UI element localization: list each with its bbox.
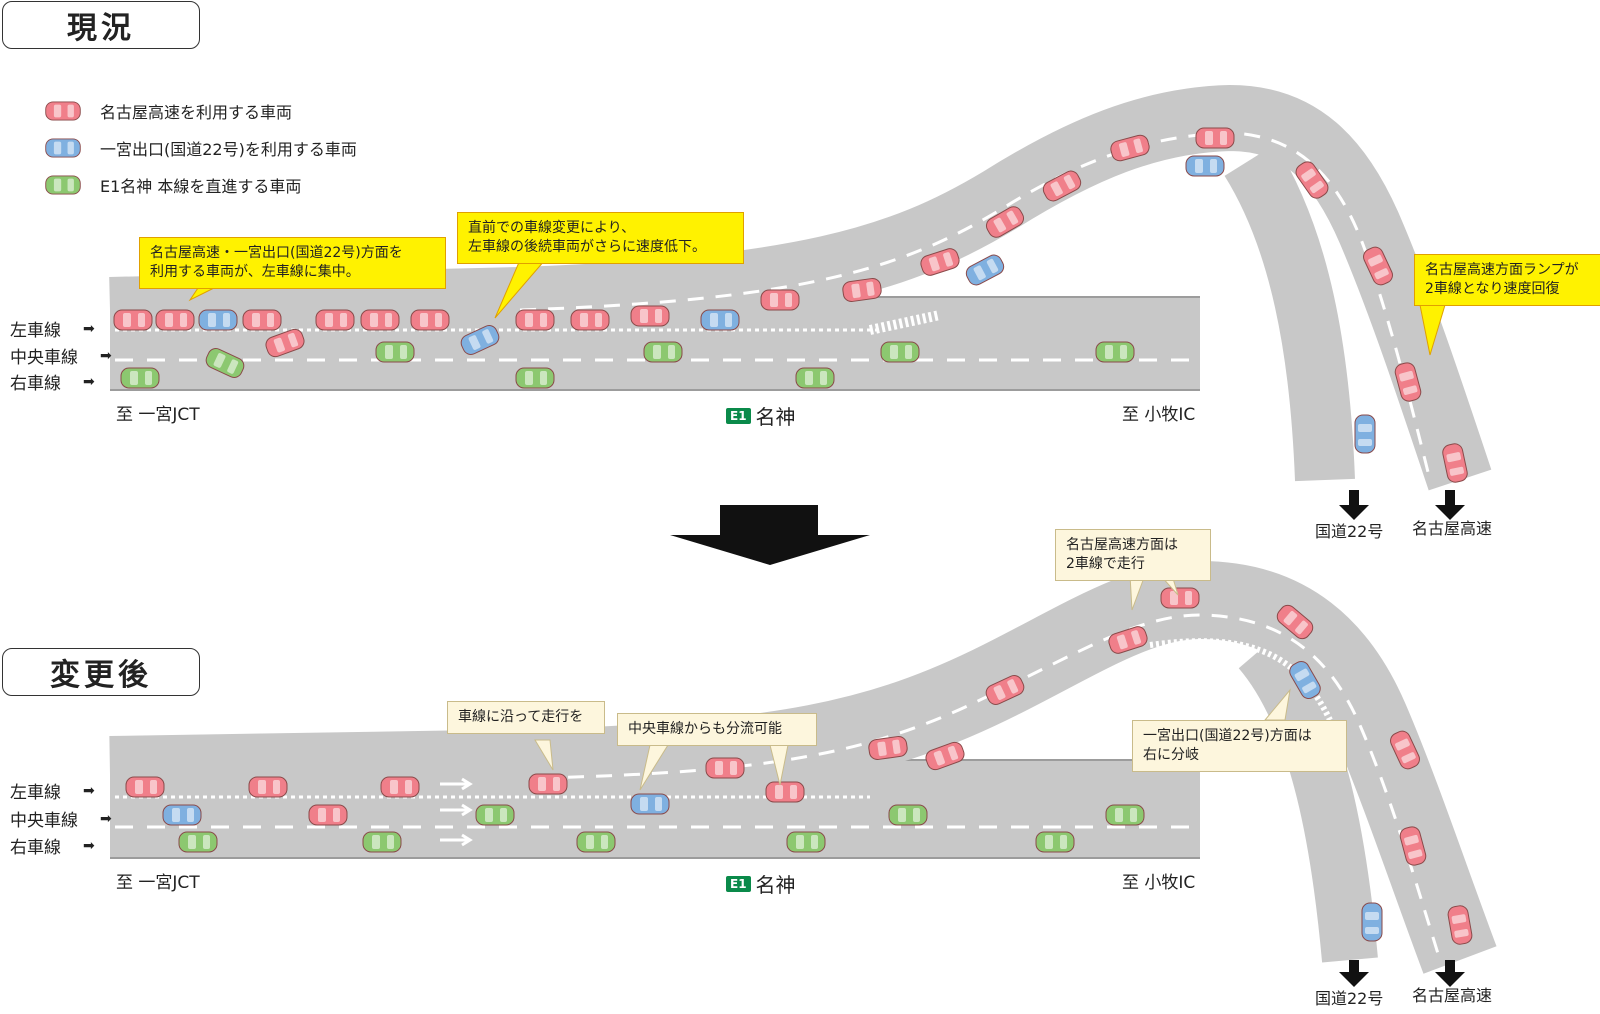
callout-center-branch: 中央車線からも分流可能 <box>617 713 817 746</box>
arrow-down-icon <box>1435 960 1465 987</box>
car-icon <box>528 773 568 795</box>
legend-label: E1名神 本線を直進する車両 <box>100 176 302 196</box>
lane-arrow-icon <box>440 833 473 847</box>
legend-item-mainline: E1名神 本線を直進する車両 <box>44 166 357 203</box>
car-icon <box>308 804 348 826</box>
car-icon <box>888 804 928 826</box>
car-icon <box>1095 341 1135 363</box>
car-icon <box>760 289 800 311</box>
lane-label-left: 左車線➡ <box>10 782 95 804</box>
car-icon <box>1160 587 1200 609</box>
legend-label: 一宮出口(国道22号)を利用する車両 <box>100 139 357 159</box>
car-icon <box>515 309 555 331</box>
road-origin: 至 一宮JCT <box>116 873 200 893</box>
callout-concentration: 名古屋高速・一宮出口(国道22号)方面を 利用する車両が、左車線に集中。 <box>139 237 446 289</box>
road-destination: 至 小牧IC <box>1122 873 1196 893</box>
car-icon <box>700 309 740 331</box>
lane-label-center: 中央車線➡ <box>10 347 112 369</box>
section-title-after: 変更後 <box>2 648 200 696</box>
car-icon <box>630 305 670 327</box>
car-icon <box>120 367 160 389</box>
lane-label-center: 中央車線➡ <box>10 810 112 832</box>
car-icon <box>643 341 683 363</box>
car-icon <box>1195 127 1235 149</box>
legend: 名古屋高速を利用する車両 一宮出口(国道22号)を利用する車両 E1名神 本線を… <box>44 92 357 203</box>
car-icon <box>178 831 218 853</box>
car-icon <box>880 341 920 363</box>
car-icon <box>765 781 805 803</box>
legend-label: 名古屋高速を利用する車両 <box>100 102 293 122</box>
car-icon <box>162 804 202 826</box>
road-destination: 至 小牧IC <box>1122 405 1196 425</box>
lane-arrow-icon <box>440 803 473 817</box>
car-icon <box>380 776 420 798</box>
callout-follow-lanes: 車線に沿って走行を <box>447 701 605 734</box>
road-origin: 至 一宮JCT <box>116 405 200 425</box>
lane-arrow-icon <box>440 777 473 791</box>
car-icon <box>198 309 238 331</box>
car-icon <box>786 831 826 853</box>
car-icon <box>45 174 81 195</box>
arrow-down-icon <box>1339 960 1369 987</box>
car-icon <box>315 309 355 331</box>
section-title-current: 現況 <box>2 1 200 49</box>
callout-slowdown: 直前での車線変更により、 左車線の後続車両がさらに速度低下。 <box>457 212 744 264</box>
car-icon <box>155 309 195 331</box>
car-icon <box>1361 902 1383 942</box>
arrow-down-icon <box>1435 490 1465 520</box>
arrow-down-icon <box>1339 490 1369 520</box>
dest-nagoya: 名古屋高速 <box>1412 519 1493 538</box>
car-icon <box>515 367 555 389</box>
car-icon <box>360 309 400 331</box>
legend-item-ichinomiya: 一宮出口(国道22号)を利用する車両 <box>44 129 357 166</box>
arrow-right-icon: ➡ <box>83 782 95 799</box>
road-after <box>109 560 1497 974</box>
e1-badge: E1 <box>726 875 751 892</box>
dest-route22: 国道22号 <box>1315 522 1384 541</box>
car-icon <box>795 367 835 389</box>
big-down-arrow-icon <box>670 505 870 565</box>
callout-pointer <box>534 739 554 771</box>
arrow-right-icon: ➡ <box>100 347 112 364</box>
car-icon <box>475 804 515 826</box>
car-icon <box>576 831 616 853</box>
callout-right-branch: 一宮出口(国道22号)方面は 右に分岐 <box>1132 720 1347 772</box>
car-icon <box>113 309 153 331</box>
car-icon <box>45 137 81 158</box>
arrow-right-icon: ➡ <box>83 320 95 337</box>
arrow-right-icon: ➡ <box>100 810 112 827</box>
car-icon <box>1185 155 1225 177</box>
lane-label-right: 右車線➡ <box>10 373 95 395</box>
arrow-right-icon: ➡ <box>83 837 95 854</box>
car-icon <box>375 341 415 363</box>
car-icon <box>1354 414 1376 454</box>
dest-nagoya: 名古屋高速 <box>1412 986 1493 1005</box>
callout-two-lanes: 名古屋高速方面は 2車線で走行 <box>1055 529 1211 581</box>
lane-label-left: 左車線➡ <box>10 320 95 342</box>
car-icon <box>125 776 165 798</box>
car-icon <box>630 793 670 815</box>
car-icon <box>410 309 450 331</box>
lane-label-right: 右車線➡ <box>10 837 95 859</box>
e1-badge: E1 <box>726 407 751 424</box>
dest-route22: 国道22号 <box>1315 989 1384 1008</box>
car-icon <box>963 251 1007 289</box>
car-icon <box>242 309 282 331</box>
legend-item-nagoya: 名古屋高速を利用する車両 <box>44 92 357 129</box>
arrow-right-icon: ➡ <box>83 373 95 390</box>
car-icon <box>45 100 81 121</box>
car-icon <box>570 309 610 331</box>
car-icon <box>248 776 288 798</box>
car-icon <box>1105 804 1145 826</box>
callout-recovery: 名古屋高速方面ランプが 2車線となり速度回復 <box>1414 254 1600 306</box>
car-icon <box>705 757 745 779</box>
car-icon <box>362 831 402 853</box>
car-icon <box>1035 831 1075 853</box>
